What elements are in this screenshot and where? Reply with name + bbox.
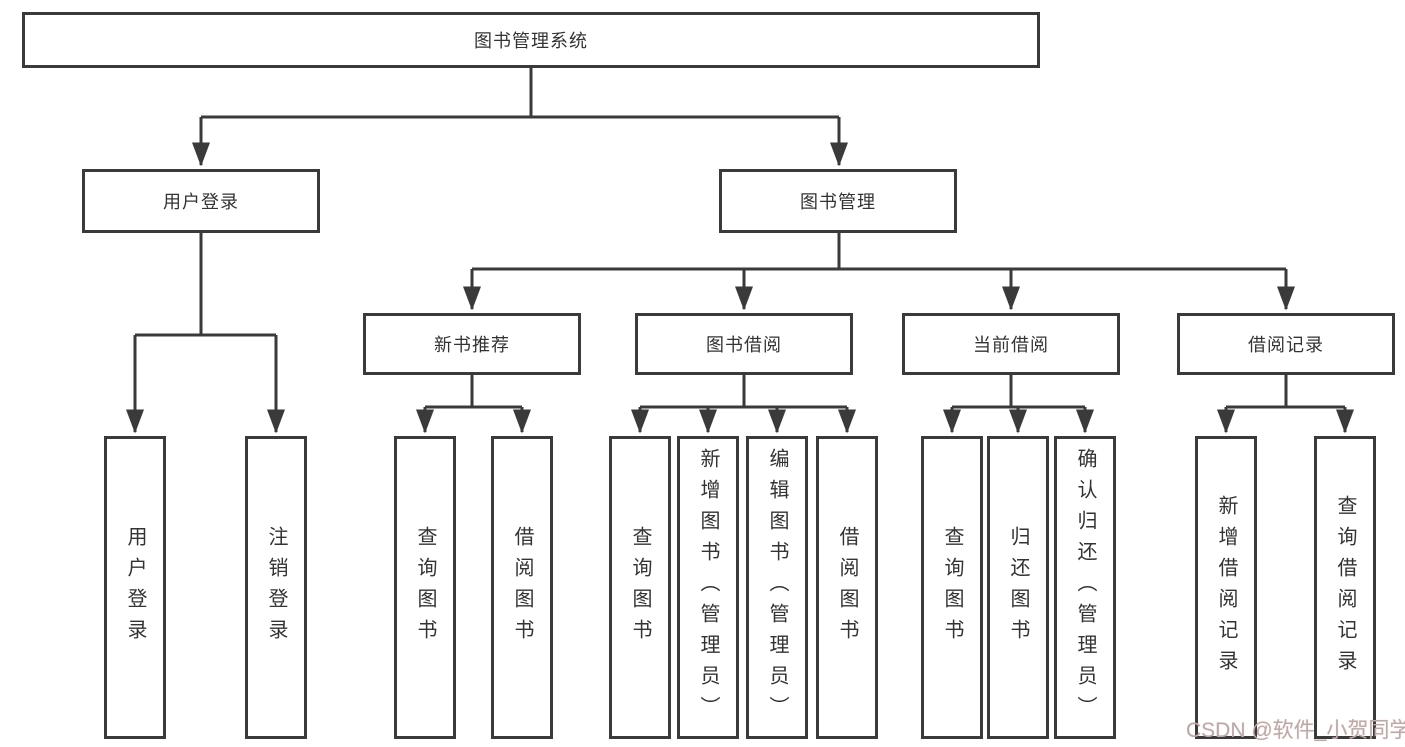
leaf-query-books-recommend: 查询图书 (394, 436, 456, 739)
connector-borrow-record-branch (1217, 375, 1354, 434)
leaf-query-books-current-label: 查询图书 (941, 525, 963, 650)
leaf-borrow-books-recommend-label: 借阅图书 (511, 525, 533, 650)
connector-book-borrow-branch (631, 375, 856, 434)
csdn-watermark: CSDN @软件_小贺同学 (1186, 719, 1405, 742)
node-root-system-label: 图书管理系统 (474, 31, 588, 51)
leaf-query-books-borrow-label: 查询图书 (629, 525, 651, 650)
leaf-add-borrow-record: 新增借阅记录 (1195, 436, 1257, 739)
node-new-book-recommend: 新书推荐 (363, 313, 581, 375)
connector-book-management-branch (463, 233, 1295, 311)
connector-root-branch (192, 68, 848, 167)
leaf-borrow-books: 借阅图书 (816, 436, 878, 739)
leaf-user-login-label: 用户登录 (124, 525, 146, 650)
node-current-borrow: 当前借阅 (902, 313, 1120, 375)
connector-user-login-branch (126, 233, 285, 434)
node-new-book-recommend-label: 新书推荐 (434, 335, 510, 355)
node-book-borrow-label: 图书借阅 (706, 335, 782, 355)
leaf-confirm-return-admin: 确认归还（管理员） (1054, 436, 1116, 739)
node-current-borrow-label: 当前借阅 (973, 335, 1049, 355)
leaf-confirm-return-admin-label: 确认归还（管理员） (1074, 448, 1096, 727)
leaf-add-borrow-record-label: 新增借阅记录 (1215, 494, 1237, 681)
leaf-user-login: 用户登录 (104, 436, 166, 739)
node-user-login: 用户登录 (82, 169, 320, 233)
leaf-query-borrow-record: 查询借阅记录 (1314, 436, 1376, 739)
leaf-edit-book-admin-label: 编辑图书（管理员） (766, 448, 788, 727)
leaf-logout-login: 注销登录 (245, 436, 307, 739)
leaf-add-book-admin-label: 新增图书（管理员） (697, 448, 719, 727)
node-book-management-label: 图书管理 (800, 192, 876, 212)
leaf-borrow-books-recommend: 借阅图书 (491, 436, 553, 739)
leaf-query-books-current: 查询图书 (921, 436, 983, 739)
leaf-return-book: 归还图书 (987, 436, 1049, 739)
leaf-query-books-recommend-label: 查询图书 (414, 525, 436, 650)
node-book-borrow: 图书借阅 (635, 313, 853, 375)
leaf-borrow-books-label: 借阅图书 (836, 525, 858, 650)
node-borrow-records: 借阅记录 (1177, 313, 1395, 375)
leaf-add-book-admin: 新增图书（管理员） (677, 436, 739, 739)
leaf-return-book-label: 归还图书 (1007, 525, 1029, 650)
connector-new-book-branch (416, 375, 531, 434)
node-user-login-label: 用户登录 (163, 192, 239, 212)
leaf-edit-book-admin: 编辑图书（管理员） (746, 436, 808, 739)
leaf-query-books-borrow: 查询图书 (609, 436, 671, 739)
node-borrow-records-label: 借阅记录 (1248, 335, 1324, 355)
node-root-system: 图书管理系统 (22, 12, 1040, 68)
node-book-management: 图书管理 (719, 169, 957, 233)
leaf-logout-login-label: 注销登录 (265, 525, 287, 650)
connector-current-borrow-branch (943, 375, 1094, 434)
leaf-query-borrow-record-label: 查询借阅记录 (1334, 494, 1356, 681)
